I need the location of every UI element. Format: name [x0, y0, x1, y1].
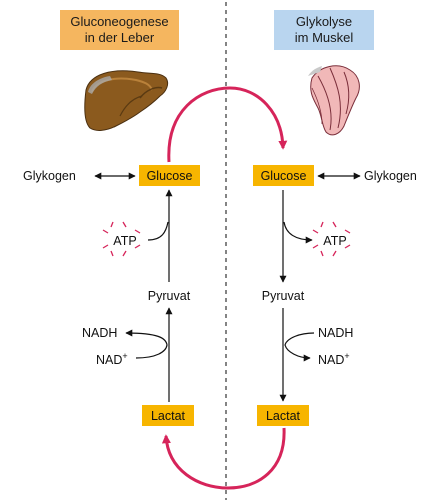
right-header-line-1: Glykolyse — [296, 14, 352, 29]
right-glucose-label: Glucose — [261, 169, 307, 183]
muscle-icon — [308, 65, 360, 136]
right-lactat-label: Lactat — [266, 409, 301, 423]
right-glycogen-label: Glykogen — [364, 169, 417, 183]
left-header-box — [60, 10, 179, 50]
left-pyruvat-label: Pyruvat — [148, 289, 191, 303]
left-header-line-1: Gluconeogenese — [70, 14, 168, 29]
cycle-arrow-top — [167, 86, 288, 163]
right-atp-label: ATP — [323, 234, 346, 248]
left-atp-arrow — [147, 221, 169, 241]
left-nadh-label: NADH — [82, 326, 117, 340]
left-header: Gluconeogenese in der Leber — [60, 10, 179, 50]
liver-icon — [84, 70, 169, 131]
left-atp-label: ATP — [113, 234, 136, 248]
right-nadh-label: NADH — [318, 326, 353, 340]
left-nad-superscript: + — [122, 351, 127, 361]
left-nad-arrow — [125, 329, 168, 359]
right-nad-arrow — [284, 332, 315, 362]
cycle-arrow-bottom — [161, 427, 286, 490]
right-nad-label: NAD+ — [318, 351, 350, 367]
right-header-line-2: im Muskel — [295, 30, 354, 45]
left-nad-label: NAD+ — [96, 351, 128, 367]
left-header-line-2: in der Leber — [85, 30, 155, 45]
left-glucose-label: Glucose — [147, 169, 193, 183]
left-atp-burst-icon — [102, 221, 141, 257]
right-header: Glykolyse im Muskel — [274, 10, 374, 50]
right-lactat-box — [257, 405, 309, 426]
left-lactat-label: Lactat — [151, 409, 186, 423]
right-atp-burst-icon — [312, 221, 351, 257]
right-atp-arrow — [283, 221, 313, 244]
left-glycogen-label: Glykogen — [23, 169, 76, 183]
right-glucose-box — [253, 165, 314, 186]
right-pyruvat-label: Pyruvat — [262, 289, 305, 303]
left-glucose-box — [139, 165, 200, 186]
right-nad-superscript: + — [344, 351, 349, 361]
right-header-box — [274, 10, 374, 50]
left-lactat-box — [142, 405, 194, 426]
